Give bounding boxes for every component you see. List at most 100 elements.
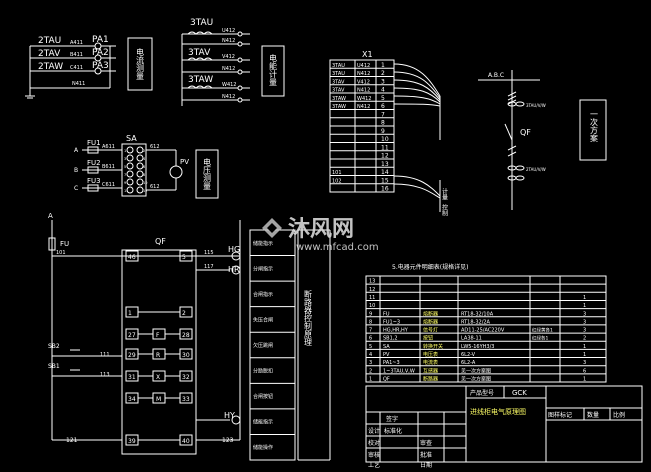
bom-no: 9 <box>369 311 372 317</box>
sa-contact <box>126 186 134 194</box>
x1-wire-cell: V412 <box>357 79 370 85</box>
voltage-box-label: 电压测量 <box>203 157 212 190</box>
terminal-left-no: 39 <box>128 438 136 445</box>
bom-name: 熔断器 <box>423 310 438 317</box>
bom-spec: AD11-25/AC220V <box>461 328 505 334</box>
wire-n412-label-3: N412 <box>222 94 235 100</box>
sa-terminal-no: 1 <box>124 149 126 153</box>
fuse-fu1-label: FU1 <box>87 139 101 147</box>
bom-qty: 3 <box>583 360 586 366</box>
wire-612-label-1: 612 <box>150 144 160 150</box>
sa-contact <box>126 146 134 154</box>
coil-mark: M <box>156 396 161 403</box>
ct-2tav-label: 2TAV <box>38 49 61 59</box>
x1-no-cell: 12 <box>381 153 389 160</box>
terminal-left-no: 31 <box>128 374 136 381</box>
x1-ct-cell: 3TAW <box>332 96 346 102</box>
wire-612-label-2: 612 <box>150 184 160 190</box>
bom-no: 1 <box>369 377 372 383</box>
terminal-left-no: 27 <box>128 332 136 339</box>
primary-box-label: 一次方案 <box>590 110 599 143</box>
control-texts: A FU 101 QF 115 117 111 113 HG HR HY SB2… <box>48 212 313 444</box>
coil-box <box>152 392 166 404</box>
bom-qty: 1 <box>583 344 586 350</box>
func-label: 失压合闸 <box>253 316 273 323</box>
bus-label: A.B.C <box>488 72 504 79</box>
bom-name: 断路器 <box>423 376 438 383</box>
product-value: GCK <box>512 389 527 397</box>
x1-ct-cell: 3TAU <box>332 71 345 77</box>
sa-contact <box>126 154 134 162</box>
x1-no-cell: 8 <box>381 120 385 127</box>
sa-contact <box>126 178 134 186</box>
bom-code: QF <box>383 377 390 383</box>
bom-spec: 见一次方案图 <box>461 376 491 383</box>
ct-texts: 3TAU U412 N412 3TAV V412 N412 3TAW W412 … <box>188 18 278 100</box>
ct-box-label: 电能计量 <box>269 53 278 86</box>
terminal-right-no: 40 <box>182 438 190 445</box>
coil-mark: R <box>156 352 160 359</box>
bom-qty: 3 <box>583 319 586 325</box>
wire-v412-label: V412 <box>222 54 235 60</box>
voltage-block <box>82 143 219 199</box>
bom-no: 2 <box>369 368 372 374</box>
sign-header: 签字 <box>386 415 398 423</box>
wire-111-label: 111 <box>100 352 110 358</box>
bom-spec: 6L2-A <box>461 360 476 366</box>
primary-breaker-label: QF <box>520 128 531 137</box>
x1-wire-cell: W412 <box>357 96 372 102</box>
bom-code: 1~3TAU,V,W <box>383 368 415 374</box>
title-block <box>365 385 643 463</box>
bom-note: 红绿各1 <box>532 335 548 342</box>
bom-qty: 3 <box>583 328 586 334</box>
coil-box <box>152 348 166 360</box>
bom-name: 信号灯 <box>423 327 438 334</box>
terminal-left-no: 46 <box>128 254 136 261</box>
bom-spec: LW5-16YH3/3 <box>461 344 494 350</box>
ct-block <box>181 31 285 106</box>
func-label: 合闸指示 <box>253 291 273 298</box>
ct-2tau-label: 2TAU <box>38 36 61 46</box>
sa-terminal-no: 7 <box>124 173 126 177</box>
func-label: 分闸指示 <box>253 265 273 272</box>
sa-terminal-no: 6 <box>143 165 145 169</box>
terminal-right-no: 33 <box>182 396 190 403</box>
lamp-hr-label: HR <box>228 265 240 274</box>
coil-mark: X <box>156 374 160 381</box>
bom-no: 4 <box>369 352 372 358</box>
switch-sa-label: SA <box>126 134 137 143</box>
x1-right-label-top: 计量 <box>441 187 448 201</box>
sa-terminal-no: 9 <box>124 181 126 185</box>
bom-no: 6 <box>369 336 372 342</box>
sa-contact <box>136 154 144 162</box>
wire-117-label: 117 <box>204 264 214 270</box>
sa-contact <box>136 170 144 178</box>
func-label: 储能操作 <box>253 444 273 451</box>
terminal-left-no: 1 <box>128 310 132 317</box>
sa-terminal-no: 4 <box>143 157 146 161</box>
sign-row-4: 工艺 <box>368 461 380 468</box>
sa-contact <box>136 186 144 194</box>
watermark-logo <box>262 218 282 238</box>
bom-qty: 1 <box>583 377 586 383</box>
meter-pv-label: PV <box>180 158 189 166</box>
terminal-left-no: 29 <box>128 352 136 359</box>
title-block-texts: 产品型号 GCK 进线柜电气原理图 图样标记 数量 比例 签字 设计 校对 审核… <box>368 389 625 469</box>
wire-b411-label: B411 <box>70 52 83 58</box>
x1-ct-cell: 3TAU <box>332 63 345 69</box>
coil-mark: F <box>156 332 160 339</box>
bom-code: PA1~3 <box>383 360 400 366</box>
bom-name: 按钮 <box>423 335 433 342</box>
product-label: 产品型号 <box>470 389 494 397</box>
bom-spec: 6L2-V <box>461 352 476 358</box>
wire-113-label: 113 <box>100 372 110 378</box>
bom-code: PV <box>383 352 390 358</box>
ct-label-2ta: 2TAU/V/W <box>526 167 546 172</box>
bom-spec: LA38-11 <box>461 336 482 342</box>
wire-n412-label-1: N412 <box>222 38 235 44</box>
watermark-url: www.mfcad.com <box>296 242 379 253</box>
x1-no-cell: 5 <box>381 95 385 102</box>
sa-terminal-no: 3 <box>124 157 126 161</box>
